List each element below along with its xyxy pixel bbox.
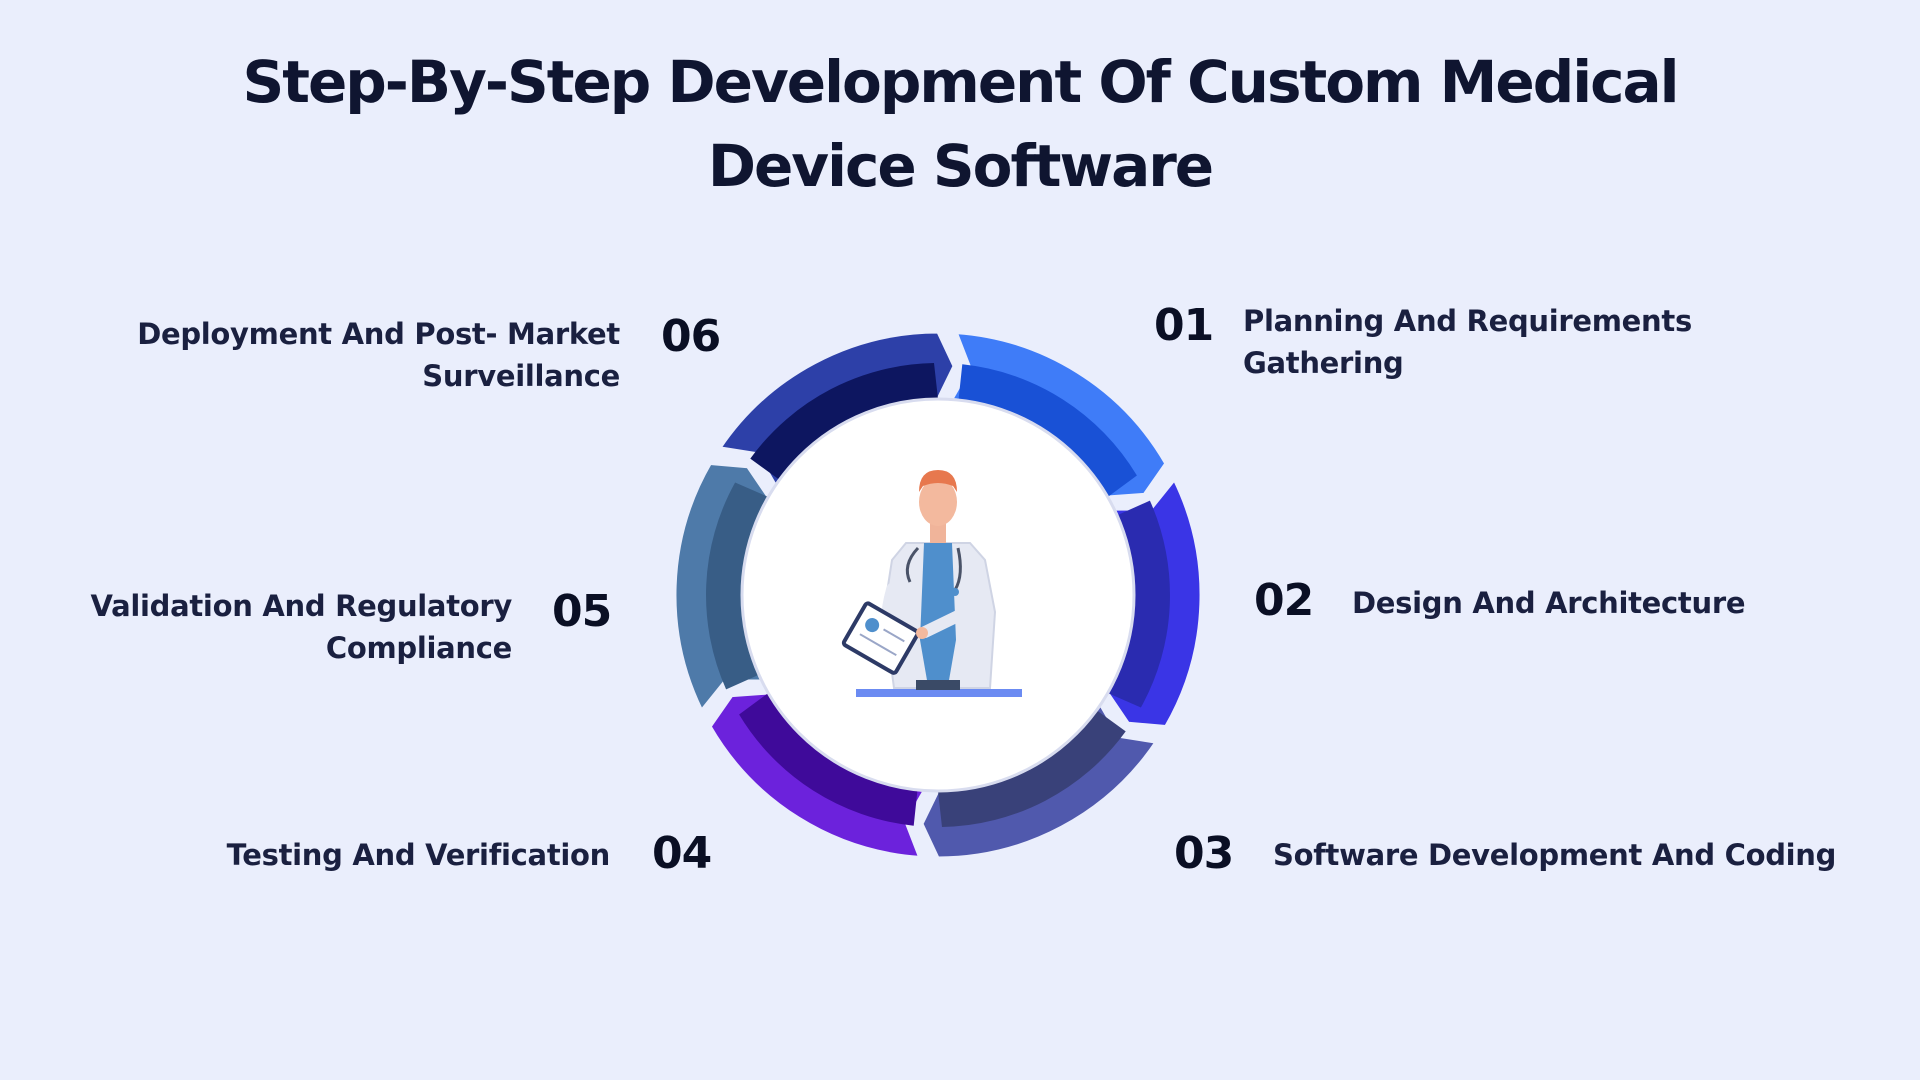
cycle-segment-inner-01 (958, 364, 1137, 497)
step-label-02: Design And Architecture (1352, 582, 1872, 624)
step-label-01-line-2: Gathering (1243, 346, 1404, 380)
step-number-01: 01 (1154, 300, 1214, 351)
step-number-02: 02 (1254, 575, 1314, 626)
step-label-01-line-1: Planning And Requirements (1243, 304, 1692, 338)
doctor-with-clipboard-icon (841, 470, 1022, 697)
step-label-01: Planning And Requirements Gathering (1243, 300, 1763, 384)
cycle-segment-inner-05 (706, 482, 769, 690)
cycle-segment-inner-04 (739, 693, 918, 826)
step-number-06: 06 (661, 311, 721, 362)
step-number-04: 04 (652, 828, 712, 879)
step-number-03: 03 (1174, 828, 1234, 879)
step-label-05-line-1: Validation And Regulatory (90, 589, 513, 623)
cycle-segment-inner-02 (1107, 500, 1170, 708)
step-label-02-line-1: Design And Architecture (1352, 586, 1746, 620)
step-label-04: Testing And Verification (170, 834, 611, 876)
step-label-05: Validation And Regulatory Compliance (60, 585, 513, 669)
title-line-2: Device Software (707, 132, 1214, 200)
page-title: Step-By-Step Development Of Custom Medic… (160, 40, 1760, 208)
step-label-06-line-2: Surveillance (422, 359, 620, 393)
step-label-04-line-1: Testing And Verification (226, 838, 611, 872)
step-label-06-line-1: Deployment And Post- Market (137, 317, 620, 351)
title-line-1: Step-By-Step Development Of Custom Medic… (242, 48, 1679, 116)
step-label-05-line-2: Compliance (325, 631, 512, 665)
step-label-06: Deployment And Post- Market Surveillance (100, 313, 620, 397)
step-label-03-line-1: Software Development And Coding (1273, 838, 1837, 872)
step-label-03: Software Development And Coding (1273, 834, 1893, 876)
step-number-05: 05 (552, 586, 612, 637)
